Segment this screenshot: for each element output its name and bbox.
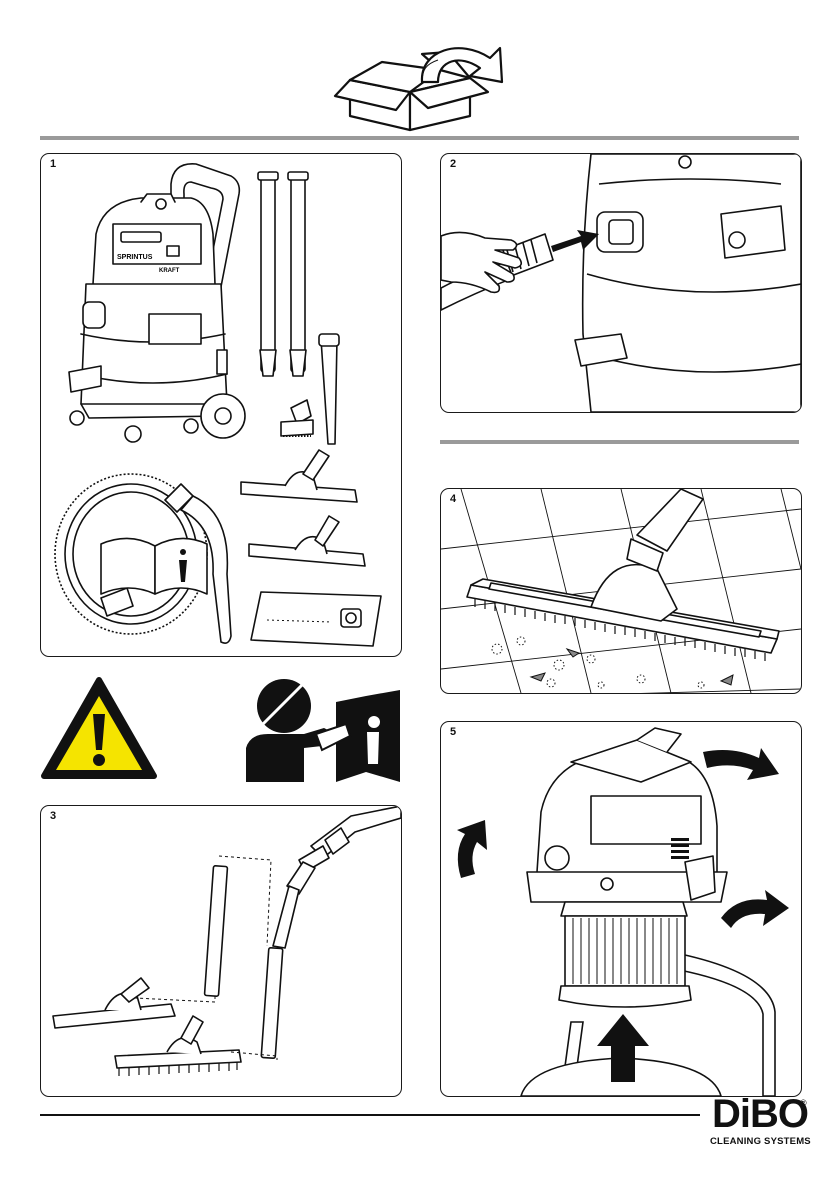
panel-number: 4 [450,493,456,505]
panel-filter: 5 [440,721,802,1097]
brand-reg-mark: ® [800,1098,807,1108]
panel-contents: 1 [40,153,402,657]
section-rule-right [440,440,799,444]
brand-logo: DiBO [712,1094,802,1134]
read-manual-icon [246,676,400,782]
panel-number: 3 [50,810,56,822]
panel-number: 2 [450,158,456,170]
brand-tagline: CLEANING SYSTEMS [710,1136,810,1147]
product-brand-label: SPRINTUS [117,254,153,261]
warning-triangle-icon [40,676,158,782]
open-box-icon [330,30,520,135]
footer-rule [40,1114,700,1116]
panel-floor-nozzle: 4 [440,488,802,694]
panel-number: 1 [50,158,56,170]
section-rule-top [40,136,799,140]
panel-number: 5 [450,726,456,738]
product-model-label: KRAFT [159,268,180,274]
panel-connect-hose: 2 [440,153,802,413]
panel-assembly: 3 [40,805,402,1097]
